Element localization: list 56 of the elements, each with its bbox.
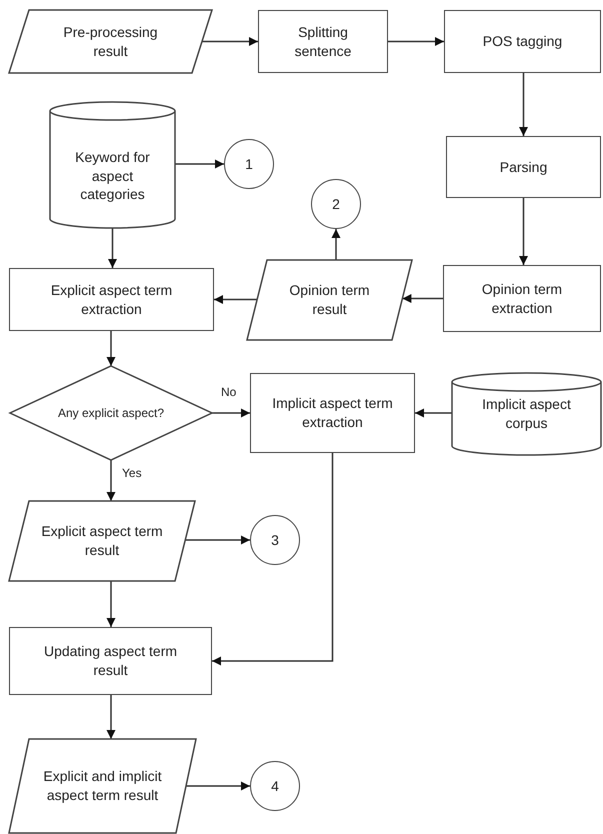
node-label: Opinion term extraction bbox=[480, 280, 564, 318]
process-box bbox=[444, 10, 601, 73]
node-label: Updating aspect term result bbox=[42, 642, 178, 680]
database-cylinder bbox=[452, 373, 601, 455]
node-label: Splitting sentence bbox=[294, 22, 352, 60]
arrow bbox=[519, 73, 528, 136]
edge-label: No bbox=[220, 385, 238, 400]
node-label: Pre-processing result bbox=[62, 22, 159, 60]
arrow bbox=[214, 295, 258, 304]
node-label: Parsing bbox=[500, 158, 548, 176]
connector-circle bbox=[250, 515, 300, 565]
decision-diamond bbox=[10, 366, 212, 460]
node-label: Explicit and implicit aspect term result bbox=[42, 767, 163, 805]
arrow bbox=[212, 408, 250, 418]
connector-number: 2 bbox=[332, 194, 340, 214]
process-box bbox=[443, 265, 601, 332]
node-label: Implicit aspect term extraction bbox=[271, 394, 394, 432]
database-cylinder bbox=[50, 102, 175, 228]
node-label: POS tagging bbox=[482, 32, 562, 51]
arrow bbox=[212, 453, 334, 666]
arrow bbox=[388, 37, 444, 46]
node-label: Implicit aspect corpus bbox=[481, 395, 572, 433]
arrow bbox=[519, 198, 528, 265]
connector-circle bbox=[224, 139, 274, 189]
arrow bbox=[202, 37, 258, 46]
node-label: Explicit aspect term extraction bbox=[50, 280, 174, 318]
arrow bbox=[175, 160, 224, 168]
connector-circle bbox=[311, 179, 361, 229]
node-label: Any explicit aspect? bbox=[58, 404, 164, 422]
connector-number: 3 bbox=[271, 530, 279, 550]
data-parallelogram bbox=[9, 501, 195, 581]
connector-number: 4 bbox=[271, 776, 279, 796]
arrow bbox=[402, 294, 443, 303]
node-label: Opinion term result bbox=[288, 281, 371, 319]
process-box bbox=[258, 10, 388, 73]
arrow bbox=[332, 229, 340, 260]
connector-number: 1 bbox=[245, 154, 253, 174]
arrow bbox=[108, 228, 117, 268]
edge-label: Yes bbox=[121, 466, 143, 480]
arrow bbox=[106, 331, 116, 366]
data-parallelogram bbox=[247, 260, 412, 340]
node-label: Keyword for aspect categories bbox=[74, 148, 151, 204]
connector-circle bbox=[250, 761, 300, 811]
node-label: Explicit aspect term result bbox=[40, 522, 164, 560]
process-box bbox=[9, 627, 212, 695]
process-box bbox=[250, 373, 415, 453]
arrow bbox=[186, 782, 250, 790]
arrow bbox=[106, 460, 116, 501]
arrow bbox=[185, 536, 250, 544]
process-box bbox=[9, 268, 214, 331]
arrow bbox=[106, 695, 116, 739]
arrow bbox=[415, 408, 452, 418]
data-parallelogram bbox=[9, 10, 212, 73]
data-parallelogram bbox=[9, 739, 196, 833]
process-box bbox=[446, 136, 601, 198]
arrow bbox=[106, 581, 116, 627]
